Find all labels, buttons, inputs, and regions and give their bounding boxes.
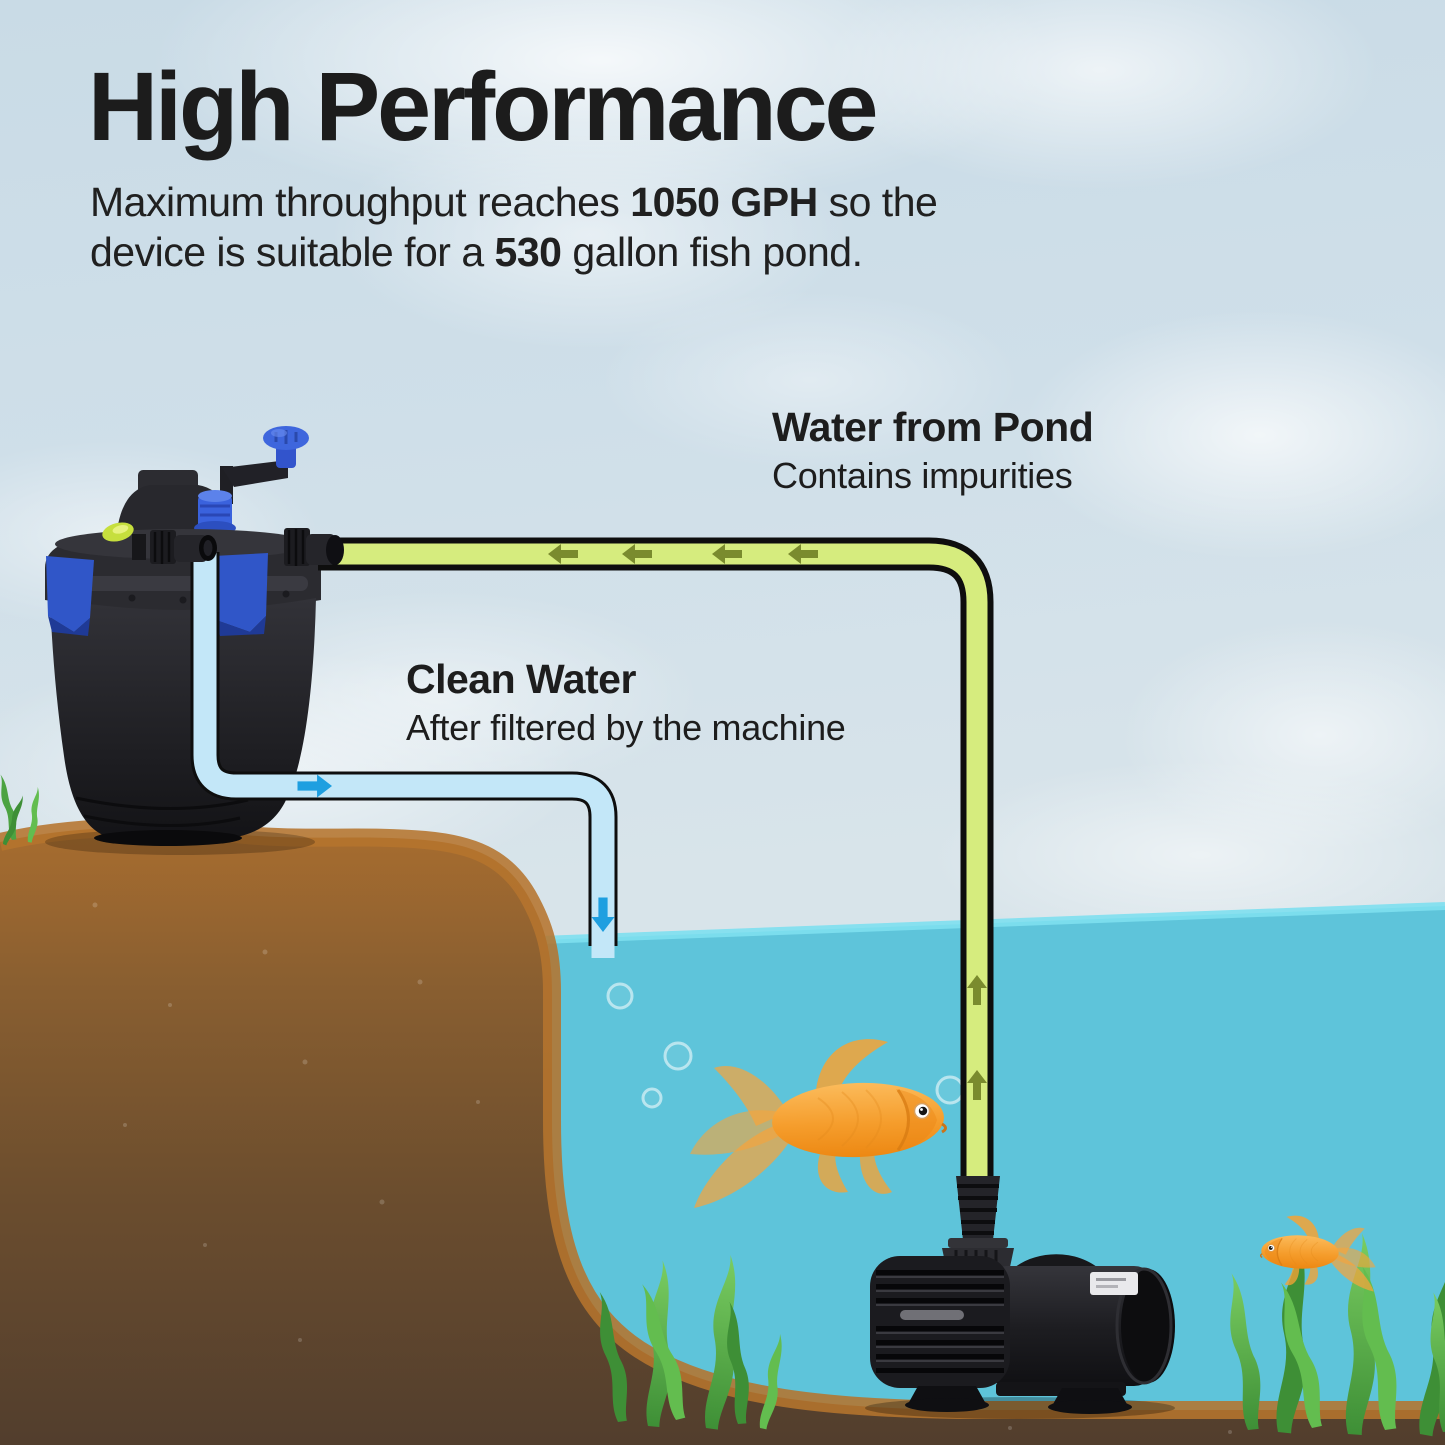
clean-water-subtitle: After filtered by the machine — [406, 707, 846, 748]
pond-water-pipe — [312, 537, 994, 1196]
filter-clip-left — [46, 556, 94, 632]
bubble-icon — [606, 982, 634, 1010]
bubble-icon — [641, 1087, 663, 1109]
crank-knob-stem — [276, 444, 296, 468]
bubble-icon — [935, 1075, 965, 1105]
filter-clip-right — [214, 553, 268, 632]
pond-water-callout: Water from Pond Contains impurities — [772, 404, 1094, 497]
subtitle: Maximum throughput reaches 1050 GPH so t… — [90, 177, 938, 277]
dirt-speckles — [92, 902, 1232, 1434]
pond-water-title: Water from Pond — [772, 404, 1094, 450]
suction-foot — [905, 1398, 989, 1412]
cloud — [820, 0, 1380, 190]
bubble-icon — [663, 1041, 693, 1071]
pump-brand-label — [1090, 1272, 1138, 1295]
filter-port-caps — [174, 534, 344, 565]
headline: High Performance Maximum throughput reac… — [88, 52, 938, 277]
cloud — [1020, 310, 1445, 560]
cloud — [330, 120, 850, 350]
water-pump-illustration — [870, 1176, 1175, 1414]
clean-water-callout: Clean Water After filtered by the machin… — [406, 656, 846, 749]
subtitle-line2: device is suitable for a 530 gallon fish… — [90, 228, 863, 275]
page-title: High Performance — [88, 52, 879, 161]
subtitle-line1: Maximum throughput reaches 1050 GPH so t… — [90, 178, 938, 225]
clean-water-title: Clean Water — [406, 656, 636, 702]
pond-water-subtitle: Contains impurities — [772, 455, 1073, 496]
cloud — [600, 290, 1020, 470]
bubbles — [606, 982, 965, 1109]
clean-water-pipe — [190, 548, 618, 958]
suction-foot — [1048, 1400, 1132, 1414]
